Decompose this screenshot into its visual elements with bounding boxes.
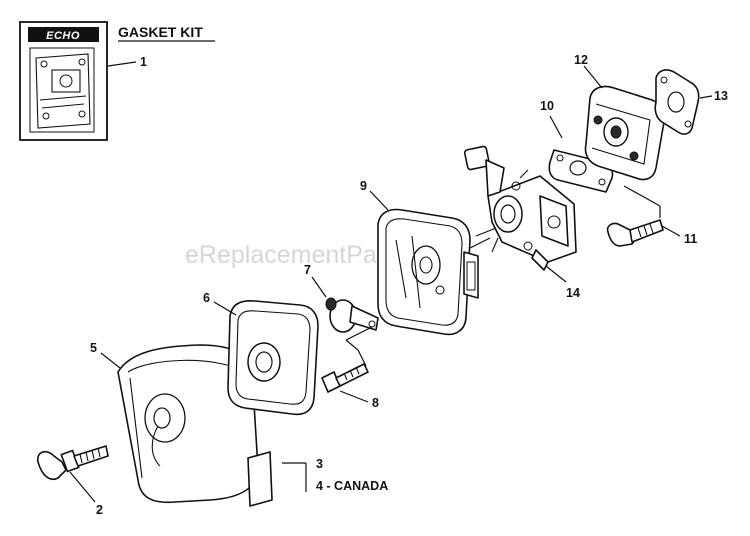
carburetor[interactable] <box>463 145 577 271</box>
echo-logo-badge <box>28 27 99 42</box>
gasket-kit-title: GASKET KIT <box>118 24 203 40</box>
callout-4-canada: 4 - CANADA <box>316 479 388 493</box>
callout-6: 6 <box>203 291 210 305</box>
case-bolt[interactable] <box>321 363 369 393</box>
choke-shutter[interactable] <box>325 297 379 333</box>
callout-5: 5 <box>90 341 97 355</box>
callout-12: 12 <box>574 53 588 67</box>
carburetor-bolt[interactable] <box>606 219 664 247</box>
insulator-gasket[interactable] <box>654 69 700 135</box>
carburetor-gasket[interactable] <box>548 149 614 193</box>
warning-label-decal[interactable] <box>247 451 273 507</box>
insulator[interactable] <box>584 85 666 181</box>
callout-11: 11 <box>684 232 697 246</box>
callout-14: 14 <box>566 286 580 300</box>
callout-8: 8 <box>372 396 379 410</box>
callout-9: 9 <box>360 179 367 193</box>
callout-10: 10 <box>540 99 554 113</box>
callout-3: 3 <box>316 457 323 471</box>
wing-nut[interactable] <box>36 445 109 480</box>
callout-1: 1 <box>140 55 147 69</box>
gasket-sketch <box>29 47 95 133</box>
callout-13: 13 <box>714 89 728 103</box>
gasket-kit-box[interactable]: ECHO <box>19 21 108 141</box>
air-filter-element[interactable] <box>227 300 319 416</box>
callout-7: 7 <box>304 263 311 277</box>
air-cleaner-case[interactable] <box>377 208 479 336</box>
brand-logo-text: ECHO <box>46 30 80 42</box>
callout-2: 2 <box>96 503 103 517</box>
